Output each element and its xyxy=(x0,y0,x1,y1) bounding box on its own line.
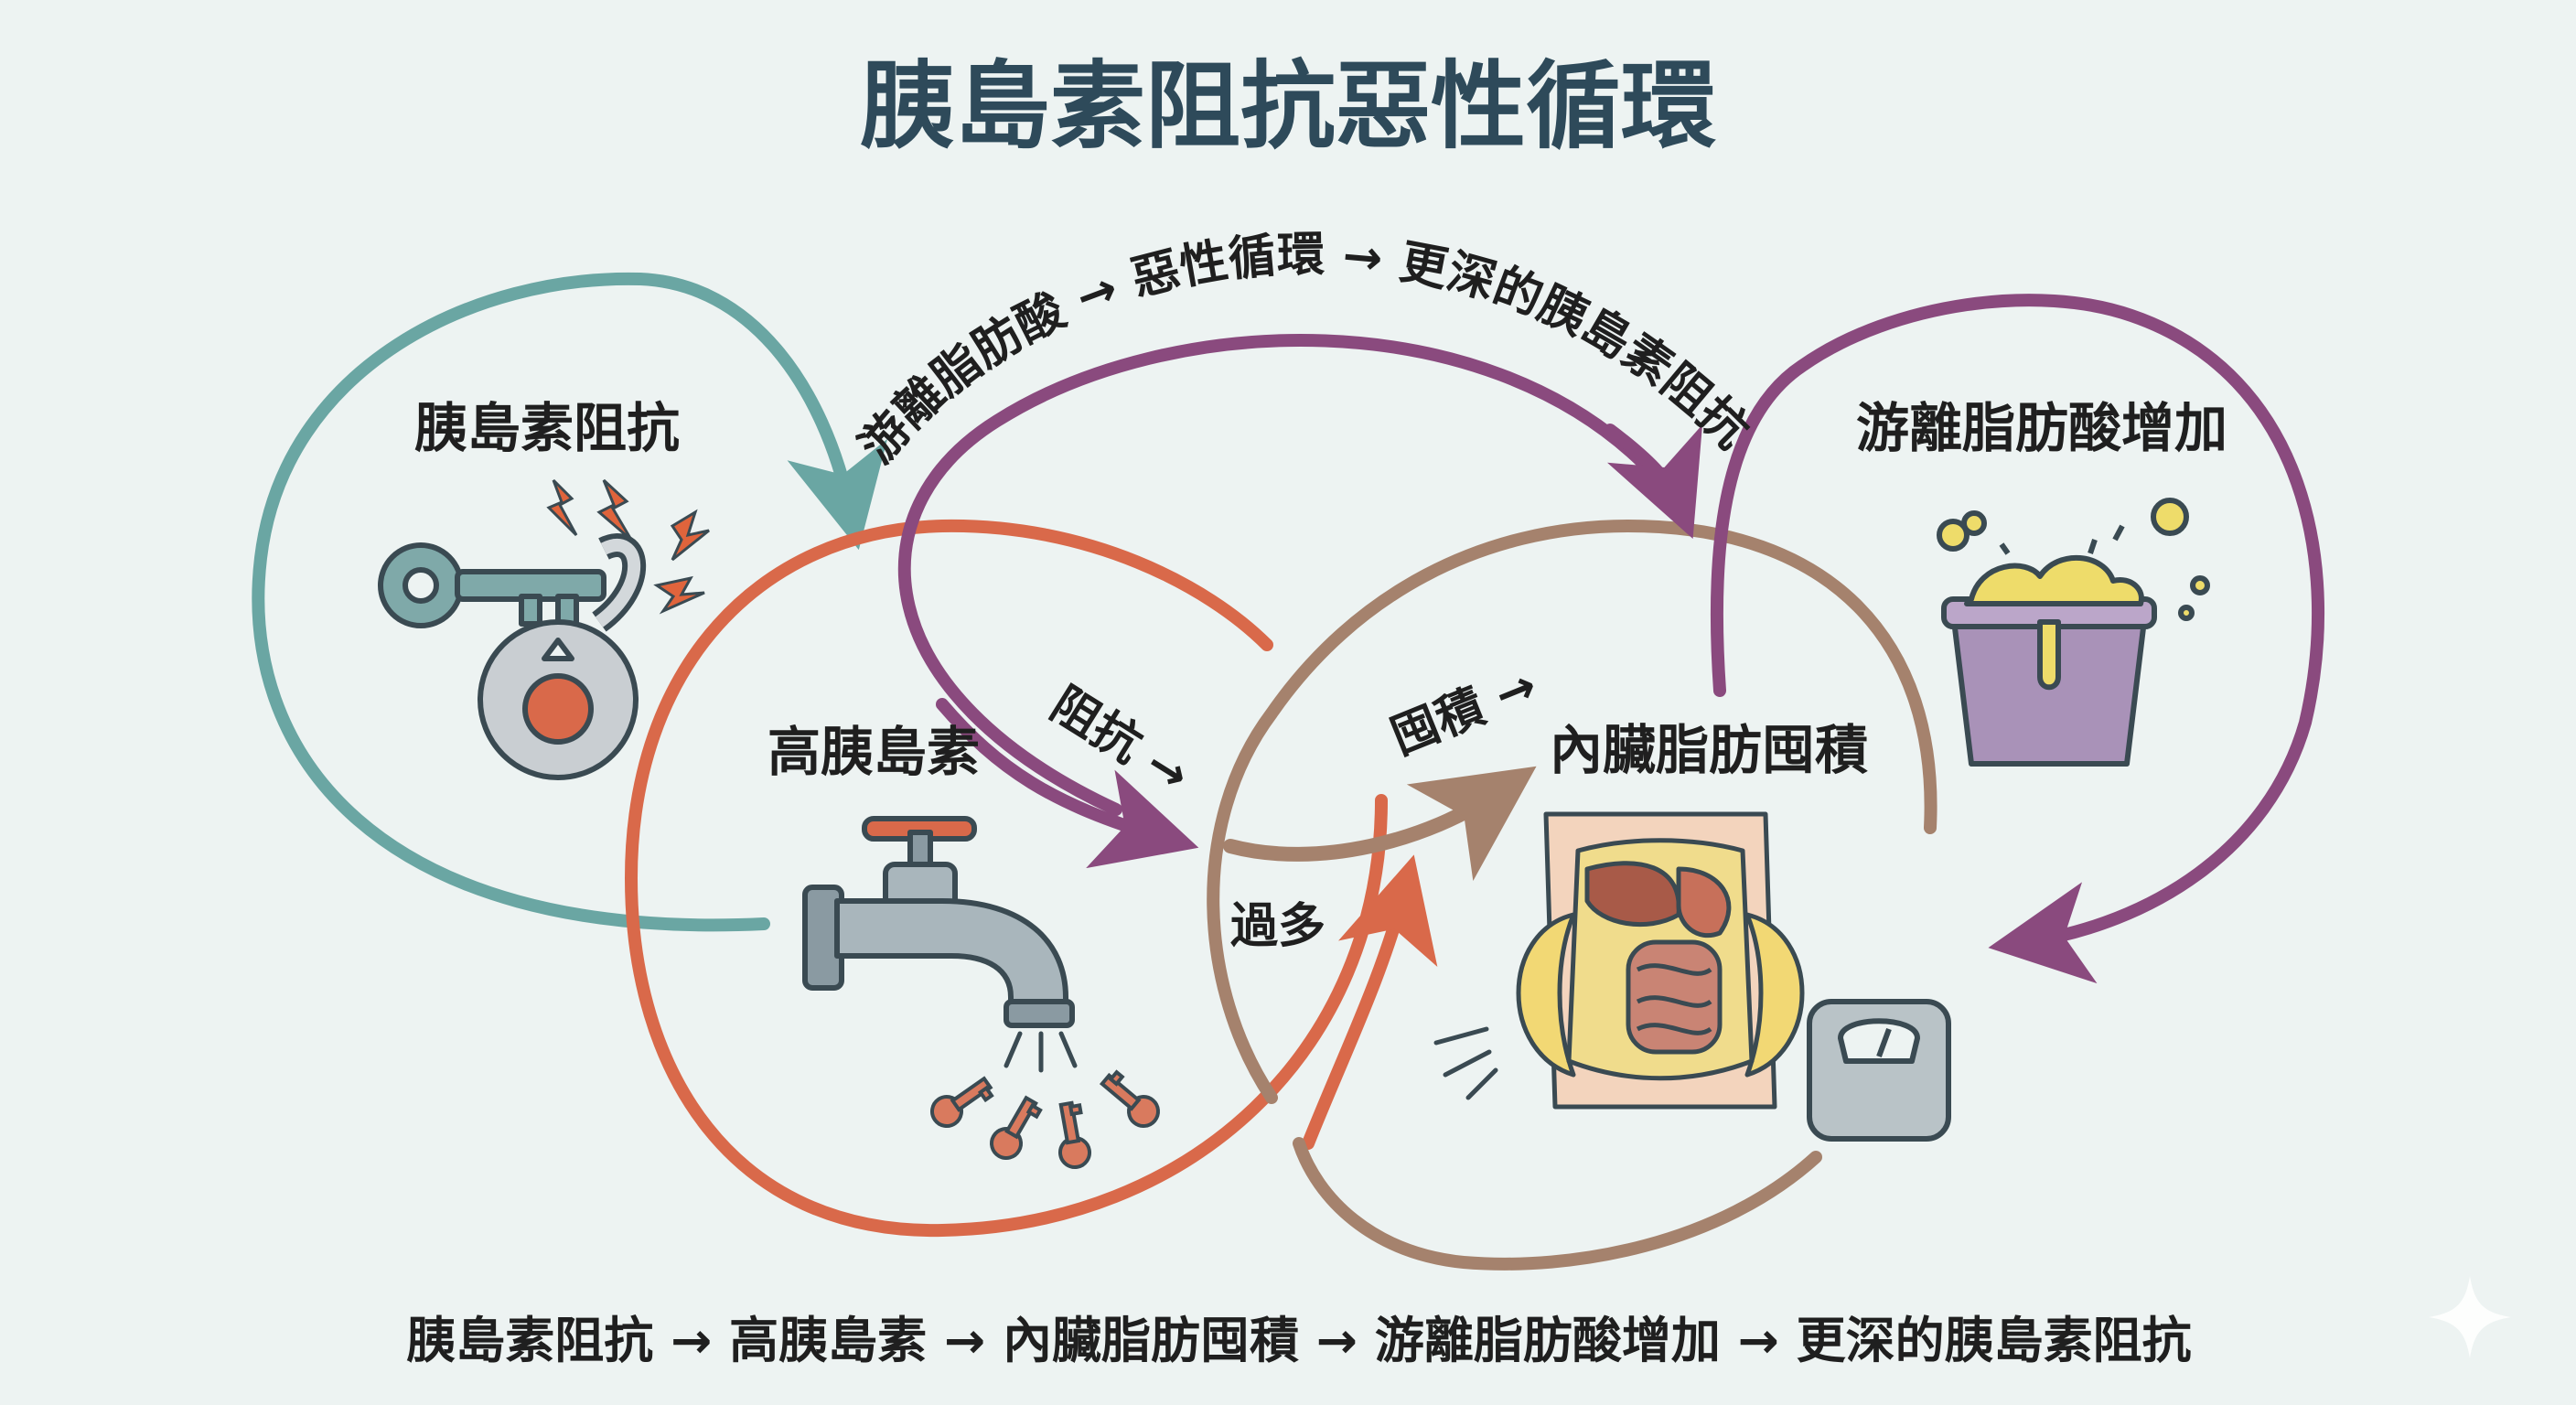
arrow-label-accumulate: 囤積 → xyxy=(1383,658,1544,766)
node-label-visceral-fat: 內臟脂肪囤積 xyxy=(1550,719,1868,781)
brown-cycle-lower xyxy=(1293,1137,1822,1271)
spark-icon xyxy=(546,478,710,615)
brown-flow-arrow xyxy=(1223,766,1537,882)
water-arrows xyxy=(1004,1031,1078,1073)
sparkle-icon xyxy=(2429,1276,2511,1358)
orange-cycle-arrow xyxy=(1302,854,1438,1150)
purple-feedback-arrow-right xyxy=(1604,424,1702,539)
falling-keys-icon xyxy=(930,1069,1160,1169)
arrow-label-excess: 過多 xyxy=(1230,899,1326,954)
abdomen-organs-icon xyxy=(1516,811,1805,1110)
node-label-high-insulin: 高胰島素 xyxy=(767,721,980,783)
purple-cycle-ring xyxy=(1710,294,2325,984)
teal-cycle-ring xyxy=(252,272,888,932)
footer-summary: 胰島素阻抗 → 高胰島素 → 內臟脂肪囤積 → 游離脂肪酸增加 → 更深的胰島素… xyxy=(406,1312,2191,1369)
orange-cycle-ring xyxy=(624,519,1388,1238)
brown-cycle-ring xyxy=(1207,519,1937,1104)
scale-icon xyxy=(1807,999,1951,1142)
purple-feedback-arc xyxy=(897,334,1653,816)
purple-feedback-arrow-left xyxy=(936,698,1199,869)
node-label-insulin-resistance: 胰島素阻抗 xyxy=(414,397,680,459)
fat-pot-icon xyxy=(1937,498,2210,767)
faucet-icon xyxy=(802,816,1075,1028)
motion-lines xyxy=(1433,1026,1498,1100)
node-label-ffa-increase: 游離脂肪酸增加 xyxy=(1856,397,2227,459)
key-lock-icon xyxy=(378,533,647,780)
page-title: 胰島素阻抗惡性循環 xyxy=(860,50,1716,162)
